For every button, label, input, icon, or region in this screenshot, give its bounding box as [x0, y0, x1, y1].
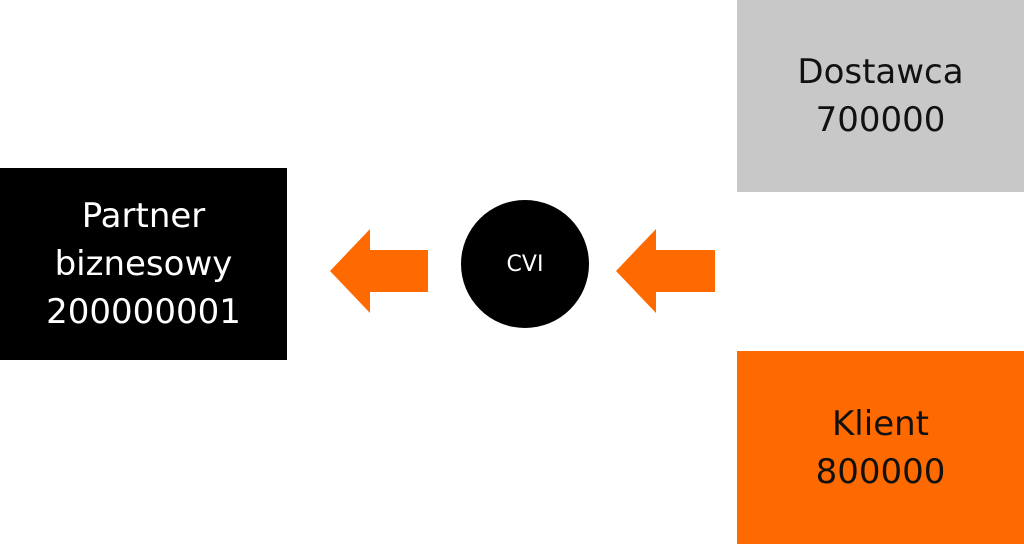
customer-number: 800000 — [815, 451, 946, 492]
customer-label: Klient — [832, 403, 929, 444]
arrow-left-icon — [330, 229, 428, 313]
vendor-number: 700000 — [815, 100, 946, 140]
partner-number: 200000001 — [46, 292, 241, 332]
cvi-label: CVI — [506, 251, 544, 277]
partner-label-line2: biznesowy — [54, 244, 233, 284]
cvi-circle: CVI — [461, 200, 589, 328]
business-partner-box: Partner biznesowy 200000001 — [0, 168, 287, 360]
customer-box: Klient 800000 — [737, 351, 1024, 544]
vendor-box: Dostawca 700000 — [737, 0, 1024, 192]
partner-label-line1: Partner — [81, 196, 206, 236]
vendor-label: Dostawca — [797, 52, 964, 92]
arrow-left-icon — [616, 229, 715, 313]
